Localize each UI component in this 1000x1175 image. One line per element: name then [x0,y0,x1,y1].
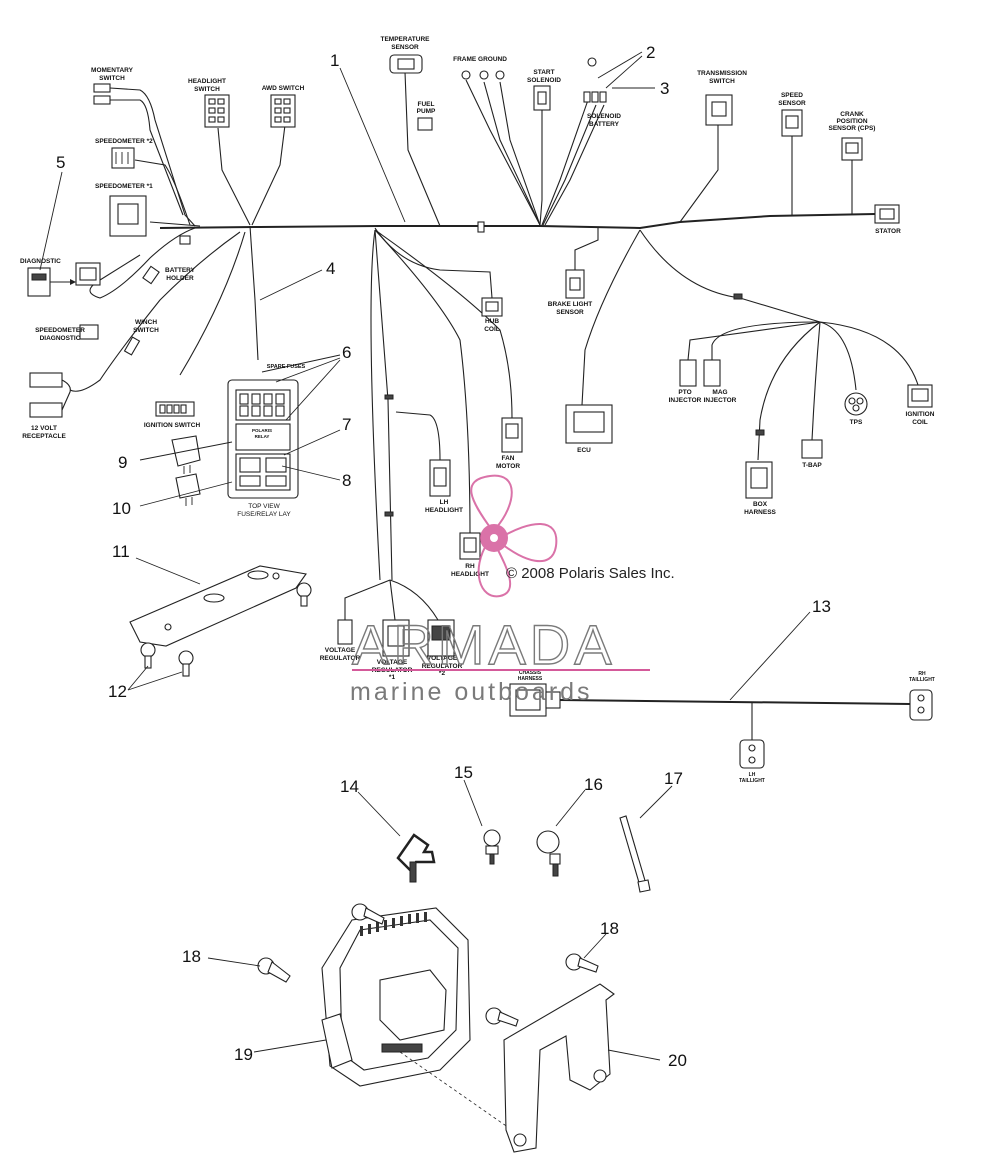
callout-numbers: 1 2 3 4 5 6 7 8 9 10 11 12 13 14 15 16 1… [56,43,831,1070]
callout-18a: 18 [182,947,201,966]
label-spare-fuses: SPARE FUSES [267,364,306,370]
label-ecu: ECU [577,447,591,454]
callout-6: 6 [342,343,351,362]
callout-9: 9 [118,453,127,472]
watermark: © 2008 Polaris Sales Inc. ARMADA marine … [350,474,675,706]
propeller-logo-icon [470,474,558,598]
callout-10: 10 [112,499,131,518]
connectors [27,54,933,657]
callout-11: 11 [112,542,130,561]
callout-4: 4 [326,259,335,278]
callout-14: 14 [340,777,359,796]
label-diagnostic: DIAGNOSTIC [20,258,61,265]
mounting-plate [129,565,312,677]
small-parts [396,815,651,893]
callout-15: 15 [454,763,473,782]
callout-2: 2 [646,43,655,62]
callout-19: 19 [234,1045,253,1064]
callout-1: 1 [330,51,339,70]
label-frame-ground: FRAME GROUND [453,56,507,63]
label-tps: TPS [850,419,863,426]
callout-17: 17 [664,769,683,788]
callout-16: 16 [584,775,603,794]
callout-5: 5 [56,153,65,172]
callout-12: 12 [108,682,127,701]
callout-8: 8 [342,471,351,490]
callout-18b: 18 [600,919,619,938]
callout-leaders [39,51,811,1061]
callout-7: 7 [342,415,351,434]
callout-3: 3 [660,79,669,98]
copyright-text: © 2008 Polaris Sales Inc. [506,565,675,582]
label-stator: STATOR [875,228,901,235]
callout-13: 13 [812,597,831,616]
callout-20: 20 [668,1051,687,1070]
label-ignition-switch: IGNITION SWITCH [144,422,201,429]
label-tbap: T-BAP [802,462,822,469]
label-speedometer-1: SPEEDOMETER *1 [95,183,153,190]
relays [171,435,201,506]
rear-harness [509,683,933,769]
label-awd-switch: AWD SWITCH [262,85,305,92]
label-speedometer-2: SPEEDOMETER *2 [95,138,153,145]
housing-and-bracket [257,903,615,1153]
brand-text: ARMADA [352,613,616,676]
main-harness [69,71,919,621]
tagline-text: marine outboards [350,678,593,706]
fuse-relay-box [227,379,299,499]
